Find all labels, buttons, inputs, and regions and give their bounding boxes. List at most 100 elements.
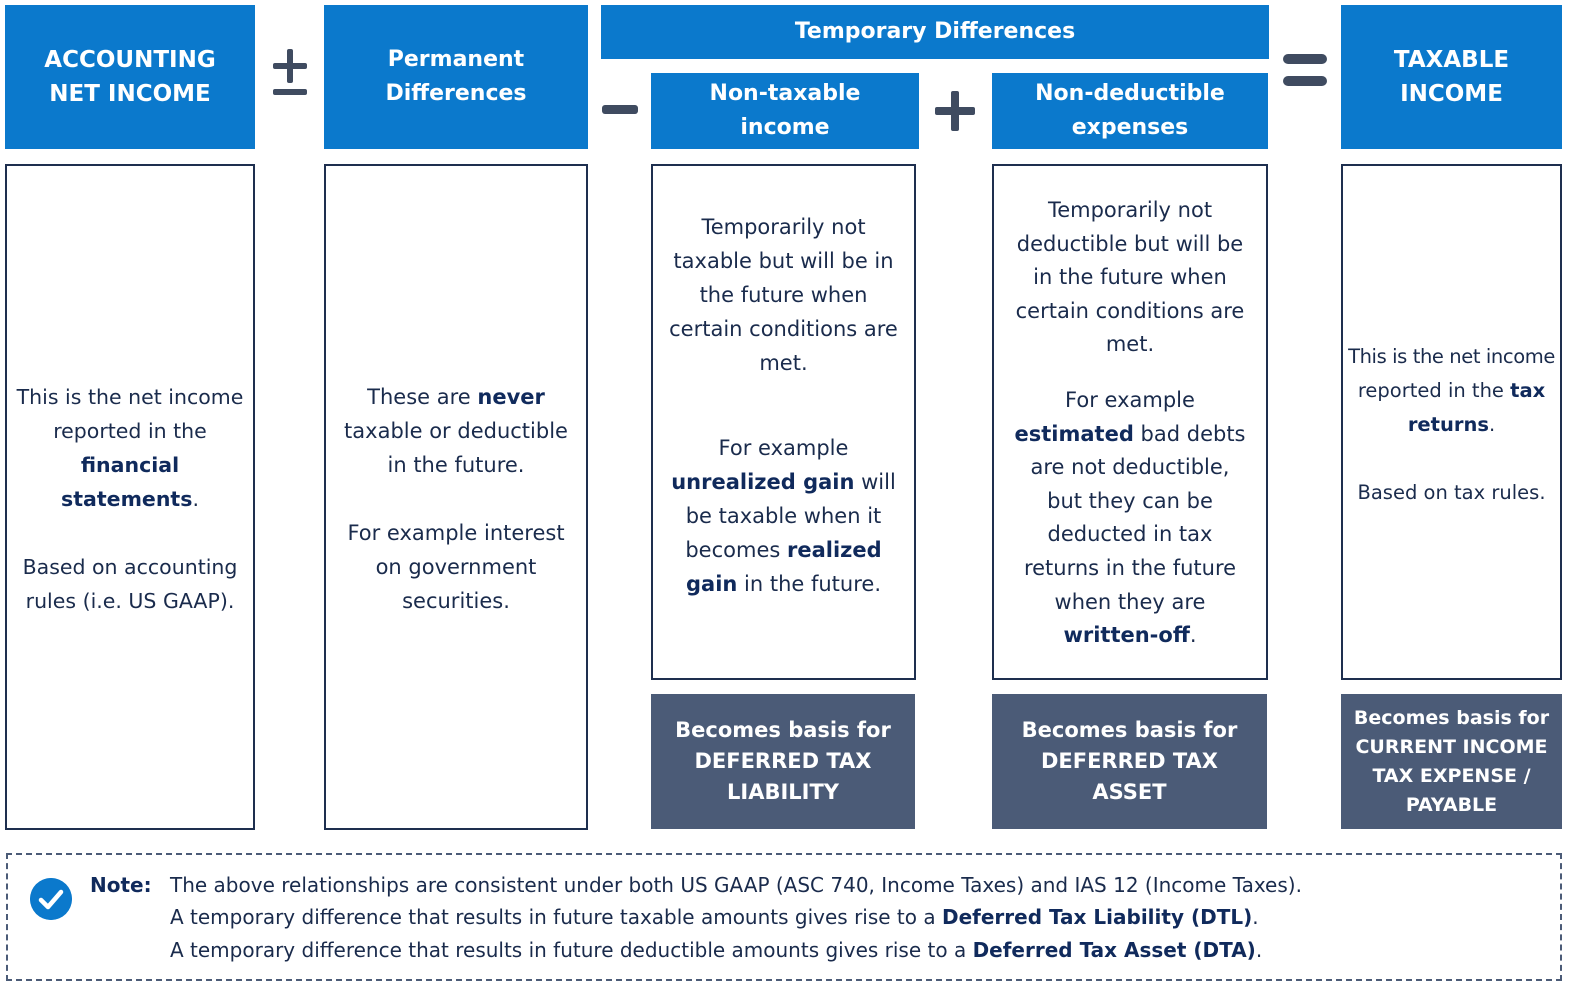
header-line: income (740, 115, 830, 140)
text-line: reported in the (53, 419, 207, 443)
text-line: when they are (1054, 589, 1206, 614)
header-temporary-differences: Temporary Differences (601, 5, 1269, 59)
text-line: but they can be (1047, 488, 1213, 513)
header-line: Differences (385, 81, 527, 106)
text-line: For example (1065, 387, 1195, 412)
basis-current-income-tax: Becomes basis for CURRENT INCOME TAX EXP… (1341, 694, 1562, 829)
text-fragment: in the future. (737, 572, 881, 596)
bold-text: realized (786, 538, 882, 562)
header-line: Non-taxable (709, 81, 861, 106)
text-line: taxable but will be in (673, 249, 894, 273)
text-line: returns. (1408, 408, 1495, 442)
text-line: be taxable when it (685, 504, 882, 528)
text-line: in the future. (387, 453, 525, 477)
text-line: rules (i.e. US GAAP). (25, 589, 235, 613)
note-line-3: A temporary difference that results in f… (170, 935, 1262, 965)
text-line: on government (375, 555, 537, 579)
basis-deferred-tax-liability: Becomes basis for DEFERRED TAX LIABILITY (651, 694, 915, 829)
header-line: Non-deductible (1035, 81, 1225, 106)
text-fragment: A temporary difference that results in f… (170, 905, 942, 929)
header-line: Temporary Differences (794, 19, 1076, 44)
basis-line: ASSET (1092, 780, 1167, 804)
header-permanent-differences: Permanent Differences (324, 5, 588, 149)
header-line: TAXABLE (1393, 47, 1510, 73)
text-line: financial statements. (15, 448, 245, 516)
text-fragment: . (1252, 905, 1259, 929)
text-line: met. (759, 351, 808, 375)
equals-bar (1283, 54, 1327, 64)
non-deductible-expenses-box: Temporarily not deductible but will be i… (992, 164, 1268, 680)
text-fragment: A temporary difference that results in f… (170, 938, 973, 962)
non-taxable-income-box: Temporarily not taxable but will be in t… (651, 164, 916, 680)
text-line: This is the net income (16, 385, 244, 409)
minus-icon (602, 105, 638, 114)
text-fragment: reported in the (1357, 379, 1511, 402)
text-line: For example (718, 436, 849, 460)
text-line: estimated bad debts (1015, 418, 1246, 452)
bold-text: unrealized gain (671, 470, 855, 494)
basis-line: Becomes basis for (1021, 718, 1238, 742)
text-line: reported in the tax (1358, 374, 1545, 408)
note-label: Note: (90, 873, 152, 897)
header-line: expenses (1071, 115, 1189, 140)
text-fragment: These are (367, 385, 478, 409)
bold-text: gain (685, 572, 738, 596)
text-line: Based on accounting (22, 555, 238, 579)
basis-line: PAYABLE (1405, 793, 1498, 816)
text-line: gain in the future. (686, 567, 881, 601)
text-line: This is the net income (1348, 345, 1555, 368)
text-line: becomes realized (685, 533, 881, 567)
basis-line: CURRENT INCOME (1355, 735, 1548, 758)
plus-minus-icon (273, 49, 307, 95)
text-line: Temporarily not (1047, 198, 1213, 222)
accounting-description-box: This is the net income reported in the f… (5, 164, 255, 830)
text-line: These are never (367, 380, 545, 414)
text-line: Based on tax rules. (1357, 481, 1546, 504)
note-line-1: The above relationships are consistent u… (170, 873, 1302, 897)
header-line: NET INCOME (49, 81, 211, 107)
basis-line: LIABILITY (727, 780, 839, 804)
bold-text: Deferred Tax Liability (DTL) (941, 905, 1253, 929)
bold-text: financial statements (61, 453, 193, 511)
text-line: the future when (699, 283, 868, 307)
text-line: met. (1105, 332, 1155, 357)
bold-text: never (477, 385, 545, 409)
note-line-2: A temporary difference that results in f… (170, 902, 1259, 932)
bold-text: written-off (1063, 623, 1190, 648)
header-non-deductible-expenses: Non-deductible expenses (992, 73, 1268, 149)
text-fragment: becomes (685, 538, 787, 562)
bold-text: Deferred Tax Asset (DTA) (972, 938, 1256, 962)
basis-line: DEFERRED TAX (694, 749, 872, 773)
text-fragment: . (192, 487, 199, 511)
text-line: returns in the future (1023, 555, 1237, 580)
header-taxable-income: TAXABLE INCOME (1341, 5, 1562, 149)
equals-bar (1283, 76, 1327, 86)
plus-icon (935, 91, 975, 131)
text-line: are not deductible, (1030, 455, 1230, 480)
note-box (6, 853, 1562, 981)
basis-line: TAX EXPENSE / (1372, 764, 1531, 787)
checkmark-icon (30, 878, 72, 920)
text-line: securities. (402, 589, 510, 613)
basis-deferred-tax-asset: Becomes basis for DEFERRED TAX ASSET (992, 694, 1267, 829)
basis-line: Becomes basis for (675, 718, 891, 742)
bold-text: estimated (1014, 421, 1134, 446)
text-fragment: . (1488, 413, 1496, 436)
text-line: in the future when (1033, 265, 1227, 290)
basis-line: Becomes basis for (1353, 706, 1550, 729)
bold-text: returns (1407, 413, 1489, 436)
text-fragment: . (1189, 623, 1197, 648)
basis-line: DEFERRED TAX (1040, 749, 1219, 773)
bold-text: tax (1510, 379, 1546, 402)
text-line: written-off. (1063, 619, 1196, 653)
taxable-income-box: This is the net income reported in the t… (1341, 164, 1562, 680)
text-fragment: . (1255, 938, 1263, 962)
equals-icon (1283, 54, 1327, 90)
text-line: Temporarily not (701, 215, 866, 239)
permanent-description-box: These are never taxable or deductible in… (324, 164, 588, 830)
text-line: taxable or deductible (344, 419, 568, 443)
text-line: For example interest (347, 521, 565, 545)
header-line: INCOME (1400, 81, 1503, 107)
text-line: certain conditions are (669, 317, 898, 341)
text-fragment: bad debts (1133, 421, 1246, 446)
